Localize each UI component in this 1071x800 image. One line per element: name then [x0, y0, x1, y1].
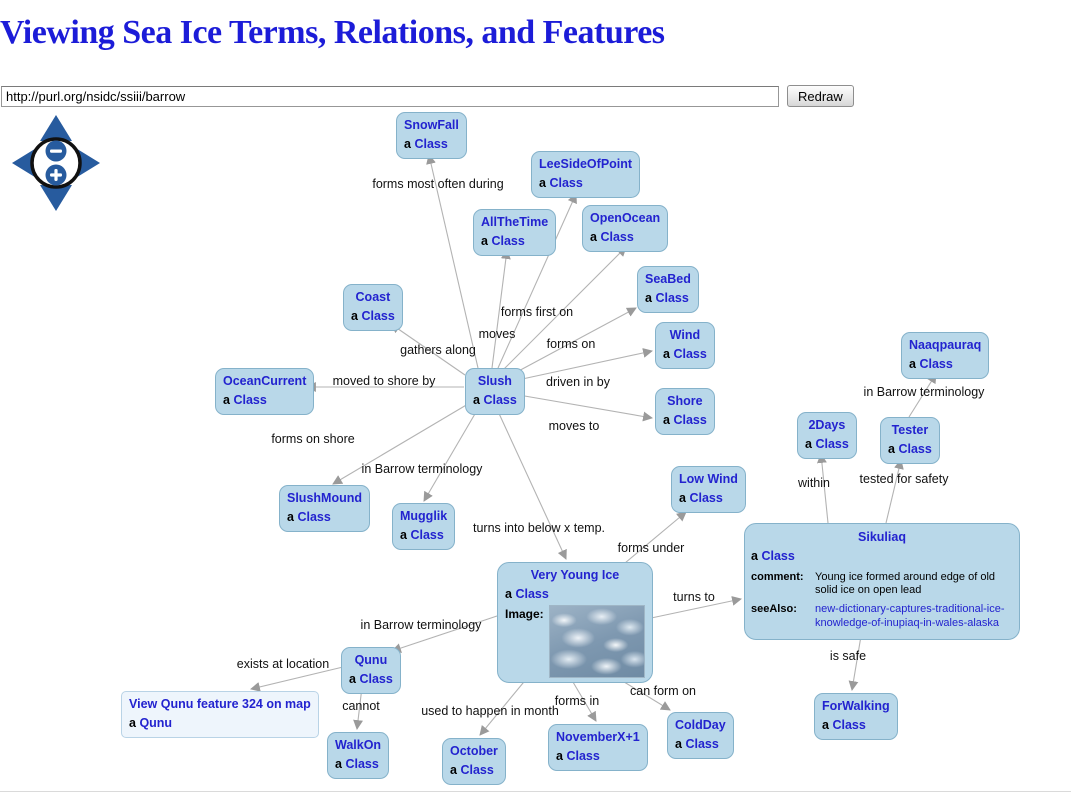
pan-left-icon[interactable]: [12, 147, 38, 179]
zoom-in-icon[interactable]: [45, 164, 67, 186]
node-qunu[interactable]: Qunu a Class: [341, 647, 401, 694]
node-oceancurrent[interactable]: OceanCurrent a Class: [215, 368, 315, 415]
node-title: SlushMound: [287, 491, 362, 505]
node-title: Low Wind: [679, 472, 738, 486]
node-title: OceanCurrent: [223, 374, 307, 388]
node-title: View Qunu feature 324 on map: [129, 697, 311, 711]
node-title: Shore: [667, 394, 703, 408]
image-field-label: Image:: [505, 606, 544, 621]
node-slushmound[interactable]: SlushMound a Class: [279, 485, 370, 532]
edge-label: moved to shore by: [332, 374, 436, 388]
edge-label: forms on shore: [271, 432, 355, 446]
node-title: NovemberX+1: [556, 730, 640, 744]
node-2days[interactable]: 2Days a Class: [797, 412, 857, 459]
node-title: Slush: [477, 374, 512, 388]
node-novemberx1[interactable]: NovemberX+1 a Class: [548, 724, 648, 771]
edge-label: turns into below x temp.: [472, 521, 606, 535]
edge-label: used to happen in month: [421, 704, 559, 718]
node-title: LeeSideOfPoint: [539, 157, 633, 171]
node-title: Wind: [669, 328, 701, 342]
node-view-qunu-map-link[interactable]: View Qunu feature 324 on map a Qunu: [121, 691, 319, 738]
node-coast[interactable]: Coast a Class: [343, 284, 403, 331]
edge-label: gathers along: [400, 343, 476, 357]
node-title: WalkOn: [335, 738, 382, 752]
node-sikuliaq[interactable]: Sikuliaq a Class comment: Young ice form…: [744, 523, 1020, 640]
edge-label: in Barrow terminology: [863, 385, 985, 399]
node-title: Coast: [355, 290, 391, 304]
edge-label: forms on: [546, 337, 596, 351]
node-forwalking[interactable]: ForWalking a Class: [814, 693, 898, 740]
edge-label: forms most often during: [372, 177, 504, 191]
compass-ring: [30, 137, 82, 189]
edge-label: turns to: [673, 590, 715, 604]
comment-field-label: comment:: [751, 570, 804, 583]
node-title: ColdDay: [675, 718, 726, 732]
node-low-wind[interactable]: Low Wind a Class: [671, 466, 746, 513]
node-mugglik[interactable]: Mugglik a Class: [392, 503, 456, 550]
node-tester[interactable]: Tester a Class: [880, 417, 940, 464]
node-title: Qunu: [354, 653, 388, 667]
zoom-out-icon[interactable]: [45, 140, 67, 162]
edge-label: exists at location: [236, 657, 330, 671]
node-title: AllTheTime: [481, 215, 549, 229]
edge-label: can form on: [629, 684, 697, 698]
pan-right-icon[interactable]: [74, 147, 100, 179]
node-seabed[interactable]: SeaBed a Class: [637, 266, 699, 313]
node-leesideofpoint[interactable]: LeeSideOfPoint a Class: [531, 151, 641, 198]
node-title: Tester: [891, 423, 929, 437]
very-young-ice-photo: [548, 604, 645, 678]
node-october[interactable]: October a Class: [442, 738, 506, 785]
node-slush[interactable]: Slush a Class: [465, 368, 525, 415]
node-wind[interactable]: Wind a Class: [655, 322, 715, 369]
node-openocean[interactable]: OpenOcean a Class: [582, 205, 669, 252]
node-very-young-ice[interactable]: Very Young Ice a Class Image:: [497, 562, 653, 683]
edge-label: forms first on: [500, 305, 574, 319]
pan-zoom-compass-icon[interactable]: [10, 113, 102, 213]
node-snowfall[interactable]: SnowFall a Class: [396, 112, 467, 159]
node-title: OpenOcean: [590, 211, 661, 225]
edge-label: forms in: [554, 694, 600, 708]
canvas-bottom-border: [0, 791, 1071, 792]
edge-label: driven in by: [546, 375, 610, 389]
pan-down-icon[interactable]: [40, 185, 72, 211]
node-title: Very Young Ice: [530, 568, 620, 582]
edge-label: moves to: [548, 419, 600, 433]
node-title: October: [450, 744, 498, 758]
edge-label: within: [798, 476, 830, 490]
node-title: Sikuliaq: [858, 530, 906, 544]
node-coldday[interactable]: ColdDay a Class: [667, 712, 734, 759]
redraw-button[interactable]: Redraw: [787, 85, 854, 107]
edge-label: cannot: [342, 699, 380, 713]
seealso-link[interactable]: new-dictionary-captures-traditional-ice-…: [815, 603, 1005, 629]
node-allthetime[interactable]: AllTheTime a Class: [473, 209, 557, 256]
edge-label: tested for safety: [859, 472, 949, 486]
edge-label: in Barrow terminology: [360, 618, 482, 632]
node-shore[interactable]: Shore a Class: [655, 388, 715, 435]
node-walkon[interactable]: WalkOn a Class: [327, 732, 390, 779]
pan-up-icon[interactable]: [40, 115, 72, 141]
node-title: SnowFall: [404, 118, 459, 132]
edge-label: moves: [478, 327, 516, 341]
node-naaqpauraq[interactable]: Naaqpauraq a Class: [901, 332, 990, 379]
page-title: Viewing Sea Ice Terms, Relations, and Fe…: [0, 14, 665, 51]
ontology-url-input[interactable]: [1, 86, 779, 107]
node-title: Naaqpauraq: [909, 338, 982, 352]
edge-label: forms under: [617, 541, 685, 555]
seealso-field-label: seeAlso:: [751, 603, 797, 615]
edge-label: is safe: [829, 649, 867, 663]
node-title: SeaBed: [645, 272, 691, 286]
node-title: ForWalking: [822, 699, 890, 713]
node-title: Mugglik: [400, 509, 448, 523]
comment-text: Young ice formed around edge of old soli…: [815, 570, 996, 597]
node-title: 2Days: [808, 418, 846, 432]
edge-label: in Barrow terminology: [361, 462, 483, 476]
